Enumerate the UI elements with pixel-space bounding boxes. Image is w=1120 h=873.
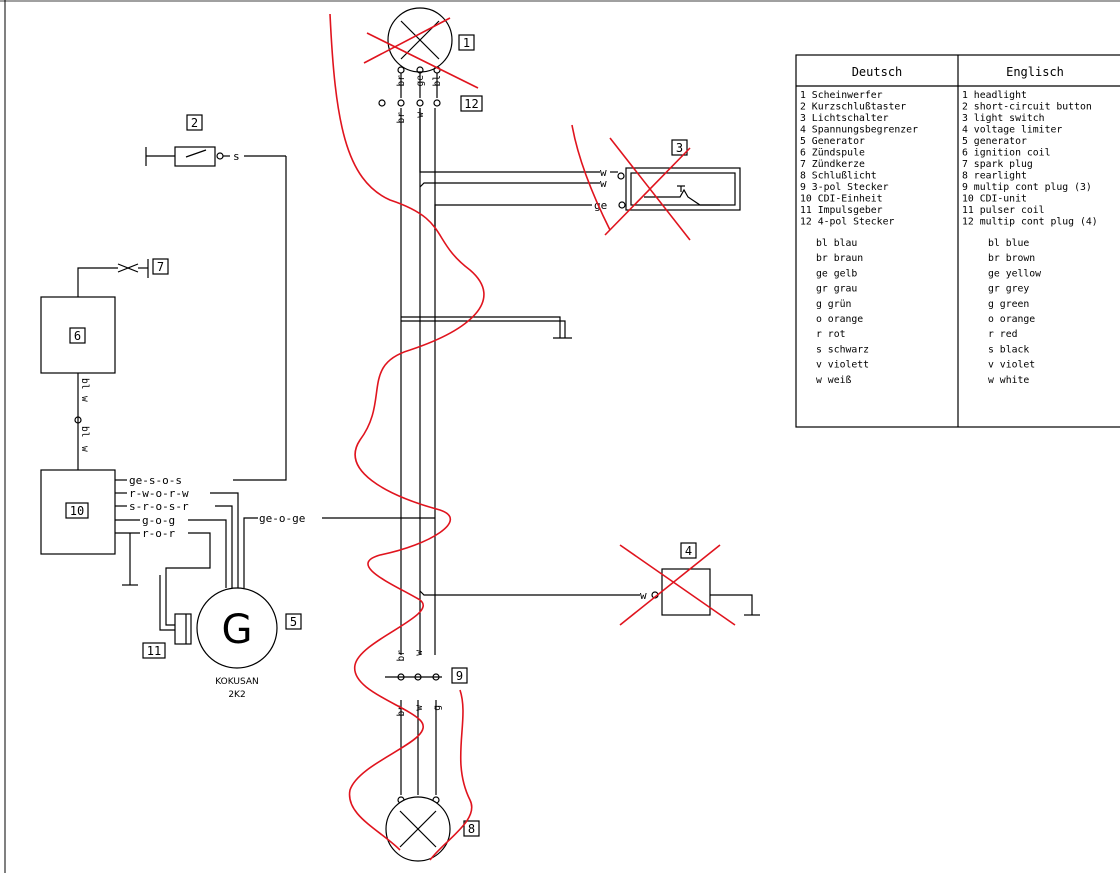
legend-en-color: g green [988,299,1029,310]
voltage-limiter: w 4 [419,542,760,616]
gen-to-bus-label: ge-o-ge [259,512,305,525]
ignition-coil: 6 7 bl w bl w [40,258,169,470]
generator: G 5 KOKUSAN 2K2 ge-o-ge [196,512,435,700]
legend-en-row: 6 ignition coil [962,148,1050,159]
legend-header-de: Deutsch [852,65,903,79]
legend-de-row: 10 CDI-Einheit [800,194,883,205]
c9-bottom-br: br [396,705,407,717]
legend-de-color: gr grau [816,284,857,295]
legend-de-row: 9 3-pol Stecker [800,182,889,193]
cdi-row-5: r-o-r [142,527,175,540]
legend-en-color: o orange [988,314,1035,325]
legend-en-row: 4 voltage limiter [962,125,1062,136]
legend-de-color: bl blau [816,238,857,249]
short-circuit-button: s 2 [145,114,287,481]
legend-header-en: Englisch [1006,65,1064,79]
legend-de-color: r rot [816,329,846,340]
legend-de-row: 4 Spannungsbegrenzer [800,125,918,136]
legend-de-color: o orange [816,314,863,325]
legend-de-color: br braun [816,253,863,264]
component-9-label: 9 [456,669,463,683]
cdi-row-2: r-w-o-r-w [129,487,189,500]
component-10-label: 10 [70,504,84,518]
legend-de-row: 1 Scheinwerfer [800,90,883,101]
c9-top-br: br [396,650,407,662]
legend-de-row: 7 Zündkerze [800,159,865,170]
c9-bottom-w: w [414,705,425,711]
legend-de-row: 11 Impulsgeber [800,205,883,216]
legend-en-color: gr grey [988,284,1029,295]
brand-line-2: 2K2 [228,690,245,700]
c12-bottom-br: br [396,112,407,124]
component-3-label: 3 [676,141,683,155]
cdi-row-1: ge-s-o-s [129,474,182,487]
c6-chain-1: bl [79,378,90,389]
component-11-label: 11 [147,644,161,658]
legend-de-row: 2 Kurzschlußtaster [800,102,906,113]
light-switch: w w ge 3 [419,108,741,230]
legend-en-color: w white [988,375,1029,386]
component-12-label: 12 [464,97,478,111]
component-6-label: 6 [74,329,81,343]
legend-de-color: ge gelb [816,268,857,279]
legend-en-row: 8 rearlight [962,171,1027,182]
brand-line-1: KOKUSAN [215,677,259,687]
pulser-coil: 11 [142,613,192,659]
headlight-lamp: 1 [387,7,475,73]
legend-en-row: 2 short-circuit button [962,102,1092,113]
legend-de-color: s schwarz [816,344,869,355]
component-5-label: 5 [290,615,297,629]
component-2-label: 2 [191,116,198,130]
c3-w2-label: w [600,177,607,190]
legend-de-row: 8 Schlußlicht [800,171,877,182]
legend-en-row: 12 multip cont plug (4) [962,217,1098,228]
legend-de-row: 5 Generator [800,136,865,147]
c6-chain-3: bl [79,426,90,437]
legend-en-row: 3 light switch [962,113,1045,124]
c4-w-label: w [640,589,647,602]
generator-symbol: G [222,607,253,653]
rear-light: 8 [385,796,480,862]
legend-en-color: bl blue [988,238,1029,249]
legend-en-row: 11 pulser coil [962,205,1045,216]
c3-w1-label: w [600,166,607,179]
cdi-row-4: g-o-g [142,514,175,527]
legend-en-color: ge yellow [988,268,1041,279]
legend-en-color: r red [988,329,1018,340]
legend-de-color: g grün [816,299,851,310]
legend-de-row: 6 Zündspule [800,148,865,159]
legend-de-row: 3 Lichtschalter [800,113,889,124]
cdi-row-3: s-r-o-s-r [129,500,189,513]
plug-3-pol: br w br w g 9 [385,650,468,717]
legend-en-row: 7 spark plug [962,159,1033,170]
component-7-label: 7 [157,260,164,274]
component-8-label: 8 [468,822,475,836]
main-bus-wires [400,108,572,795]
cdi-unit: 10 ge-s-o-s r-w-o-r-w s-r-o-s-r g-o-g r-… [40,469,239,631]
legend-en-row: 1 headlight [962,90,1027,101]
legend-en-color: v violet [988,360,1035,371]
legend-en-color: br brown [988,253,1035,264]
component-1-label: 1 [463,36,470,50]
red-annotations [329,13,736,861]
legend-en-color: s black [988,344,1029,355]
c6-chain-4: w [79,446,90,452]
c9-bottom-g: g [432,705,443,711]
legend-de-color: v violett [816,360,869,371]
c6-chain-2: w [79,396,90,402]
c9-top-w: w [414,650,425,656]
legend-de-row: 12 4-pol Stecker [800,217,894,228]
legend-en-row: 10 CDI-unit [962,194,1027,205]
legend-de-color: w weiß [816,375,851,386]
legend-en-row: 5 generator [962,136,1027,147]
plug-4-pol: br ge bl br w 12 [378,66,483,124]
component-4-label: 4 [685,544,692,558]
legend-en-row: 9 multip cont plug (3) [962,182,1092,193]
c2-wire-label: s [233,150,240,163]
